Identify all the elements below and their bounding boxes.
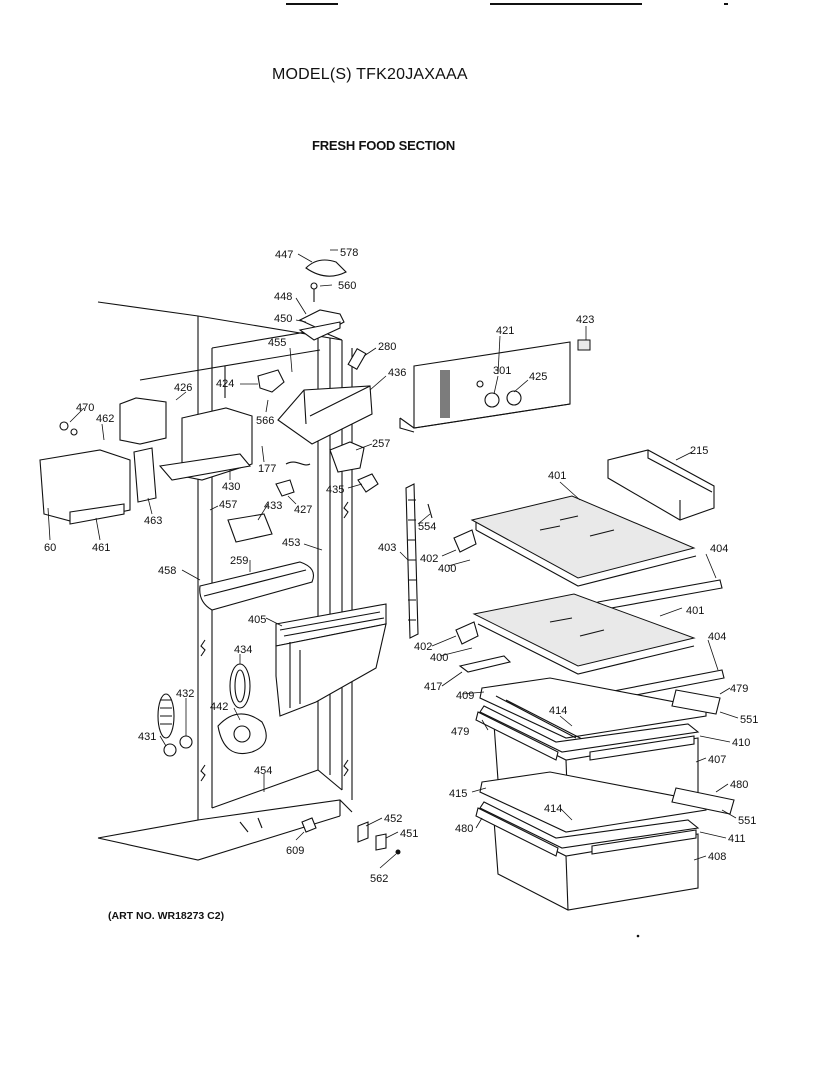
part-label-425: 425 — [529, 371, 547, 383]
part-label-301: 301 — [493, 365, 511, 377]
part-label-60: 60 — [44, 542, 56, 554]
part-label-551: 551 — [738, 815, 756, 827]
part-label-401: 401 — [686, 605, 704, 617]
shelf-bin — [607, 449, 715, 521]
part-label-578: 578 — [340, 247, 358, 259]
part-label-421: 421 — [496, 325, 514, 337]
cabinet-liner — [97, 301, 353, 861]
part-label-402: 402 — [420, 553, 438, 565]
part-label-407: 407 — [708, 754, 726, 766]
part-label-434: 434 — [234, 644, 252, 656]
light-cover — [199, 561, 315, 611]
part-label-447: 447 — [275, 249, 293, 261]
air-duct — [275, 603, 387, 717]
part-label-414: 414 — [544, 803, 562, 815]
part-label-411: 411 — [728, 833, 746, 845]
lower-drawer — [301, 787, 735, 911]
part-label-480: 480 — [730, 779, 748, 791]
crisper-cover-upper — [458, 655, 707, 741]
part-label-423: 423 — [576, 314, 594, 326]
art-number: (ART NO. WR18273 C2) — [108, 910, 225, 922]
part-label-414: 414 — [549, 705, 567, 717]
part-label-566: 566 — [256, 415, 274, 427]
section-title: FRESH FOOD SECTION — [312, 138, 456, 153]
part-label-409: 409 — [456, 690, 474, 702]
part-label-424: 424 — [216, 378, 234, 390]
left-bracket-group — [39, 397, 379, 543]
part-label-480: 480 — [455, 823, 473, 835]
part-label-415: 415 — [449, 788, 467, 800]
shelf-rail — [405, 483, 433, 639]
part-label-400: 400 — [430, 652, 448, 664]
part-label-455: 455 — [268, 337, 286, 349]
part-label-479: 479 — [730, 683, 748, 695]
part-label-461: 461 — [92, 542, 110, 554]
crisper-cover-lower — [479, 771, 707, 833]
part-label-462: 462 — [96, 413, 114, 425]
part-label-442: 442 — [210, 701, 228, 713]
part-label-432: 432 — [176, 688, 194, 700]
control-housing — [257, 369, 373, 445]
part-label-427: 427 — [294, 504, 312, 516]
part-label-448: 448 — [274, 291, 292, 303]
part-label-401: 401 — [548, 470, 566, 482]
part-label-410: 410 — [732, 737, 750, 749]
part-label-408: 408 — [708, 851, 726, 863]
part-label-450: 450 — [274, 313, 292, 325]
part-label-400: 400 — [438, 563, 456, 575]
cropped-header-marks — [0, 0, 832, 10]
part-label-433: 433 — [264, 500, 282, 512]
part-label-177: 177 — [258, 463, 276, 475]
part-label-404: 404 — [708, 631, 726, 643]
part-label-417: 417 — [424, 681, 442, 693]
part-label-431: 431 — [138, 731, 156, 743]
part-label-436: 436 — [388, 367, 406, 379]
part-label-458: 458 — [158, 565, 176, 577]
part-label-457: 457 — [219, 499, 237, 511]
part-label-470: 470 — [76, 402, 94, 414]
part-label-435: 435 — [326, 484, 344, 496]
fan-group — [157, 663, 267, 757]
part-label-259: 259 — [230, 555, 248, 567]
part-label-404: 404 — [710, 543, 728, 555]
part-label-463: 463 — [144, 515, 162, 527]
part-label-479: 479 — [451, 726, 469, 738]
part-label-551: 551 — [740, 714, 758, 726]
model-title: MODEL(S) TFK20JAXAAA — [272, 66, 468, 83]
part-label-215: 215 — [690, 445, 708, 457]
leader-lines — [47, 249, 739, 938]
part-label-402: 402 — [414, 641, 432, 653]
part-label-257: 257 — [372, 438, 390, 450]
part-label-454: 454 — [254, 765, 272, 777]
part-label-430: 430 — [222, 481, 240, 493]
part-label-405: 405 — [248, 614, 266, 626]
light-shield-group — [298, 259, 591, 371]
part-label-560: 560 — [338, 280, 356, 292]
part-label-453: 453 — [282, 537, 300, 549]
part-label-451: 451 — [400, 828, 418, 840]
part-label-554: 554 — [418, 521, 436, 533]
part-label-280: 280 — [378, 341, 396, 353]
upper-shelf — [453, 495, 723, 611]
part-label-426: 426 — [174, 382, 192, 394]
part-label-403: 403 — [378, 542, 396, 554]
part-label-562: 562 — [370, 873, 388, 885]
part-label-609: 609 — [286, 845, 304, 857]
part-label-452: 452 — [384, 813, 402, 825]
control-panel — [399, 341, 571, 433]
